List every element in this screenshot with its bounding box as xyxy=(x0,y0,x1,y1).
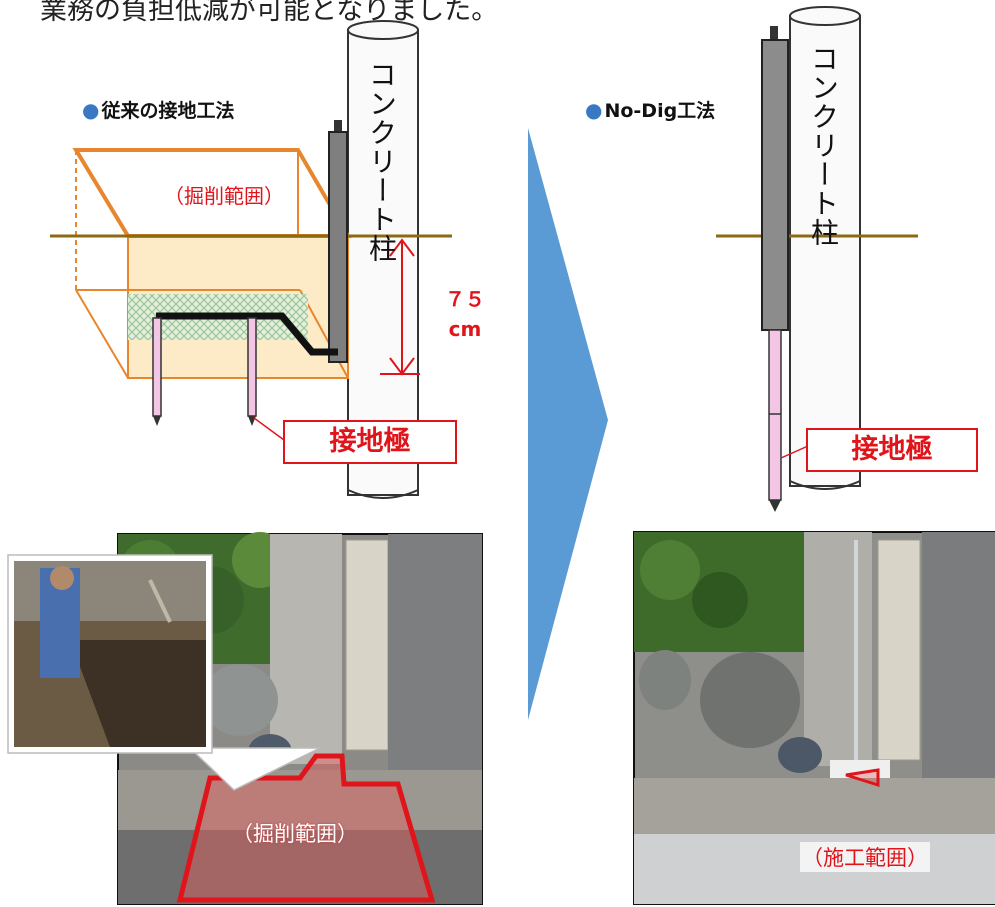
left-section-title: ●従来の接地工法 xyxy=(82,96,234,123)
inset-photo xyxy=(7,554,321,791)
right-pole-label: コンクリート柱 xyxy=(807,44,840,247)
left-photo xyxy=(117,532,483,905)
depth-label: ７５ cm xyxy=(430,284,500,344)
right-concrete-pole xyxy=(789,6,861,490)
header-text: 業務の負担低減が可能となりました。 xyxy=(40,0,499,26)
right-electrode-label: 接地極 xyxy=(806,428,978,472)
right-section-title: ●No-Dig工法 xyxy=(585,96,715,123)
left-photo-label: （掘削範囲） xyxy=(232,822,358,846)
right-conduit-pipe xyxy=(761,26,789,331)
left-conduit-pipe xyxy=(328,120,348,363)
depth-measure xyxy=(380,238,420,376)
depth-value: ７５ xyxy=(445,287,485,311)
bullet-icon: ● xyxy=(82,98,100,122)
left-ground-rods xyxy=(152,317,285,441)
left-title-text: 従来の接地工法 xyxy=(101,100,235,122)
depth-unit: cm xyxy=(448,317,482,341)
arrow-icon xyxy=(528,128,608,720)
right-photo-work-area xyxy=(845,768,880,788)
excavation-label: （掘削範囲） xyxy=(164,184,284,208)
right-photo-label: （施工範囲） xyxy=(800,842,930,872)
left-photo-excavation-area xyxy=(176,753,436,903)
right-title-text: No-Dig工法 xyxy=(604,100,716,122)
left-pole-label: コンクリート柱 xyxy=(365,60,398,263)
left-concrete-pole xyxy=(347,20,419,499)
bullet-icon: ● xyxy=(585,98,603,122)
right-ground-rod xyxy=(768,329,809,512)
ground-wire xyxy=(156,312,338,356)
left-electrode-label: 接地極 xyxy=(283,420,457,464)
